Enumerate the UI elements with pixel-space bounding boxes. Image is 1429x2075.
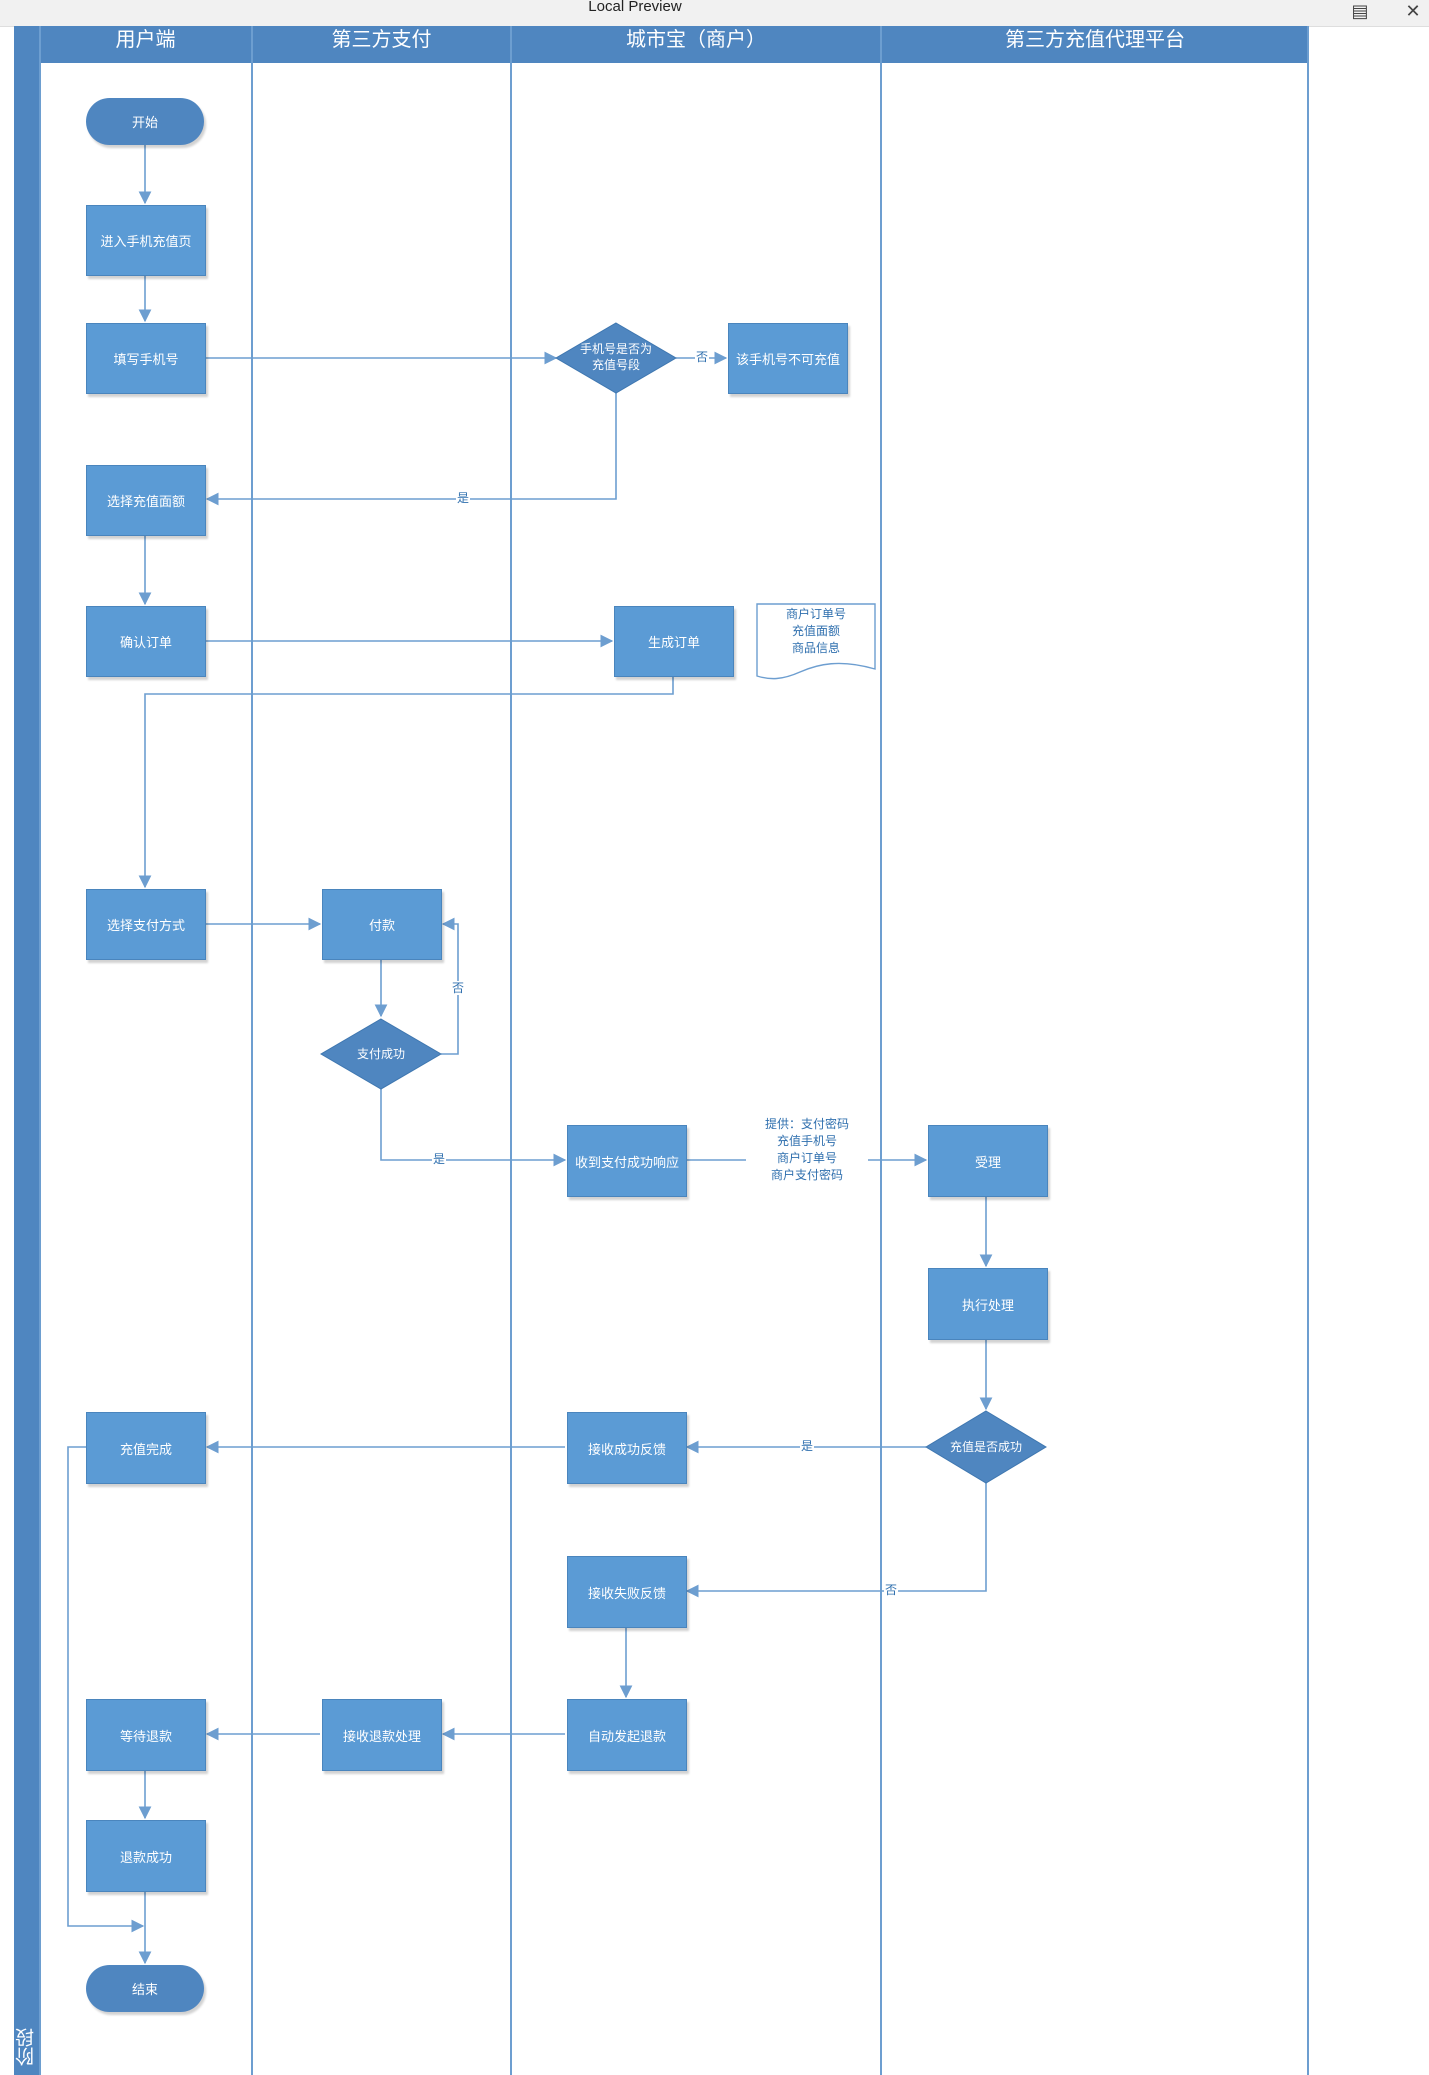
lane-header-payment: 第三方支付 bbox=[253, 26, 510, 63]
edge-check-yes bbox=[205, 393, 617, 506]
recharge-done-step[interactable]: 充值完成 bbox=[86, 1412, 206, 1484]
document-icon[interactable]: ▤ bbox=[1351, 1, 1369, 22]
edge-label-no: 否 bbox=[884, 1583, 899, 1597]
check-segment-label: 手机号是否为 充值号段 bbox=[556, 341, 676, 373]
receive-pay-response-step[interactable]: 收到支付成功响应 bbox=[567, 1125, 687, 1197]
close-icon[interactable]: ✕ bbox=[1405, 1, 1421, 22]
edge-label-yes: 是 bbox=[456, 491, 471, 505]
select-amount-step[interactable]: 选择充值面额 bbox=[86, 465, 206, 536]
enter-page-step[interactable]: 进入手机充值页 bbox=[86, 205, 206, 276]
lane-header-user: 用户端 bbox=[40, 26, 251, 63]
start-terminal[interactable]: 开始 bbox=[86, 98, 204, 145]
lane-divider bbox=[510, 26, 512, 2075]
receive-success-step[interactable]: 接收成功反馈 bbox=[567, 1412, 687, 1484]
window-title: Local Preview bbox=[588, 0, 682, 15]
edge-label-yes: 是 bbox=[800, 1439, 815, 1453]
execute-step[interactable]: 执行处理 bbox=[928, 1268, 1048, 1340]
recharge-success-label: 充值是否成功 bbox=[949, 1440, 1022, 1454]
fill-phone-step[interactable]: 填写手机号 bbox=[86, 323, 206, 394]
diamond-pay-success bbox=[320, 1018, 442, 1090]
lane-divider bbox=[39, 26, 41, 2075]
note-line: 商户订单号 bbox=[785, 607, 846, 621]
phase-bar bbox=[14, 26, 39, 2075]
edge-label-yes: 是 bbox=[432, 1152, 447, 1166]
not-rechargeable-step[interactable]: 该手机号不可充值 bbox=[728, 323, 848, 394]
lane-divider bbox=[1307, 26, 1309, 2075]
provide-data-label: 提供：支付密码 充值手机号 商户订单号 商户支付密码 bbox=[746, 1116, 868, 1184]
pay-success-label: 支付成功 bbox=[356, 1047, 405, 1061]
generate-order-step[interactable]: 生成订单 bbox=[614, 606, 734, 677]
provide-line: 提供：支付密码 bbox=[764, 1117, 849, 1131]
auto-refund-step[interactable]: 自动发起退款 bbox=[567, 1699, 687, 1771]
diamond-recharge-success bbox=[925, 1410, 1047, 1484]
confirm-order-step[interactable]: 确认订单 bbox=[86, 606, 206, 677]
lane-divider bbox=[880, 26, 882, 2075]
lane-divider bbox=[251, 26, 253, 2075]
refund-success-step[interactable]: 退款成功 bbox=[86, 1820, 206, 1892]
note-line: 充值面额 bbox=[791, 624, 840, 638]
edge-paycheck-yes bbox=[380, 1089, 567, 1167]
receive-refund-step[interactable]: 接收退款处理 bbox=[322, 1699, 442, 1771]
document-note-shape bbox=[756, 603, 876, 680]
select-payment-step[interactable]: 选择支付方式 bbox=[86, 889, 206, 960]
check-segment-line: 充值号段 bbox=[591, 358, 640, 372]
edge-label-no: 否 bbox=[451, 981, 466, 995]
provide-line: 商户订单号 bbox=[776, 1151, 837, 1165]
pay-step[interactable]: 付款 bbox=[322, 889, 442, 960]
lane-header-merchant: 城市宝（商户） bbox=[512, 26, 880, 63]
accept-step[interactable]: 受理 bbox=[928, 1125, 1048, 1197]
edge-label-no: 否 bbox=[695, 350, 710, 364]
provide-line: 商户支付密码 bbox=[770, 1168, 843, 1182]
edge-check-fail bbox=[685, 1483, 987, 1598]
check-segment-line: 手机号是否为 bbox=[579, 342, 652, 356]
order-note-text: 商户订单号 充值面额 商品信息 bbox=[757, 606, 875, 657]
edge-generate-selectpay bbox=[138, 676, 674, 889]
diamond-check-segment bbox=[555, 322, 677, 394]
end-terminal[interactable]: 结束 bbox=[86, 1965, 204, 2012]
note-line: 商品信息 bbox=[791, 641, 840, 655]
wait-refund-step[interactable]: 等待退款 bbox=[86, 1699, 206, 1771]
lane-header-agent: 第三方充值代理平台 bbox=[882, 26, 1308, 63]
edge-done-end bbox=[67, 1446, 145, 1933]
provide-line: 充值手机号 bbox=[776, 1134, 837, 1148]
receive-fail-step[interactable]: 接收失败反馈 bbox=[567, 1556, 687, 1628]
